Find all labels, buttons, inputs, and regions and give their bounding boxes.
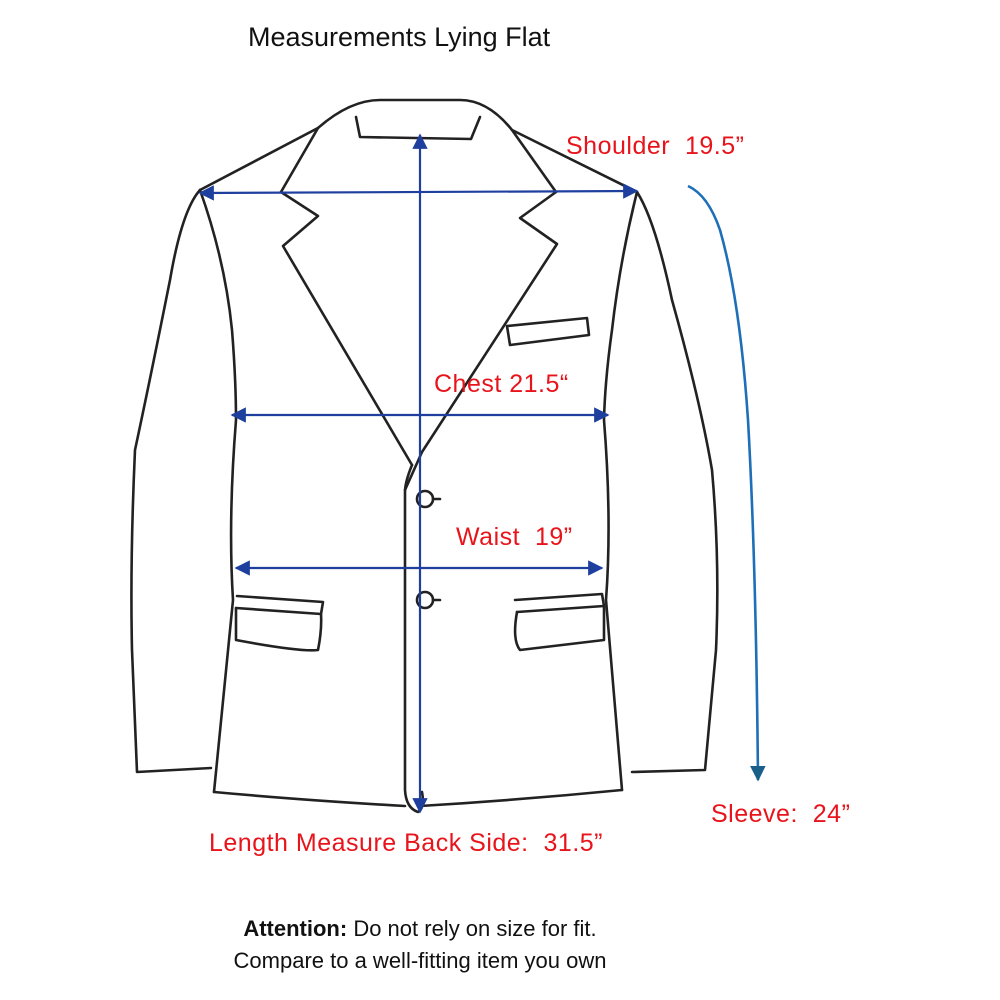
attention-emphasis: Attention:	[243, 916, 348, 941]
chest-label: Chest 21.5“	[434, 370, 569, 398]
attention-text: Do not rely on size for fit.	[347, 916, 597, 941]
jacket-outline	[130, 98, 719, 814]
breast-pocket	[505, 316, 591, 347]
hem	[212, 790, 407, 808]
length-label: Length Measure Back Side: 31.5”	[209, 829, 604, 857]
right-sleeve	[630, 190, 719, 774]
left-lapel	[279, 190, 414, 467]
left-sleeve	[130, 188, 213, 774]
attention-note-line1: Attention: Do not rely on size for fit.	[0, 916, 840, 942]
left-pocket	[234, 594, 325, 616]
sleeve-arrow	[687, 184, 766, 782]
shoulder-label: Shoulder 19.5”	[566, 132, 745, 160]
waist-label: Waist 19”	[456, 523, 573, 551]
shoulder-arrow	[198, 183, 639, 201]
attention-note-line2: Compare to a well-fitting item you own	[233, 948, 607, 973]
right-pocket	[513, 592, 606, 614]
left-shoulder	[198, 126, 320, 192]
diagram-title: Measurements Lying Flat	[248, 22, 551, 52]
sleeve-label: Sleeve: 24”	[711, 800, 851, 828]
collar	[279, 98, 558, 194]
right-shoulder	[510, 128, 639, 194]
